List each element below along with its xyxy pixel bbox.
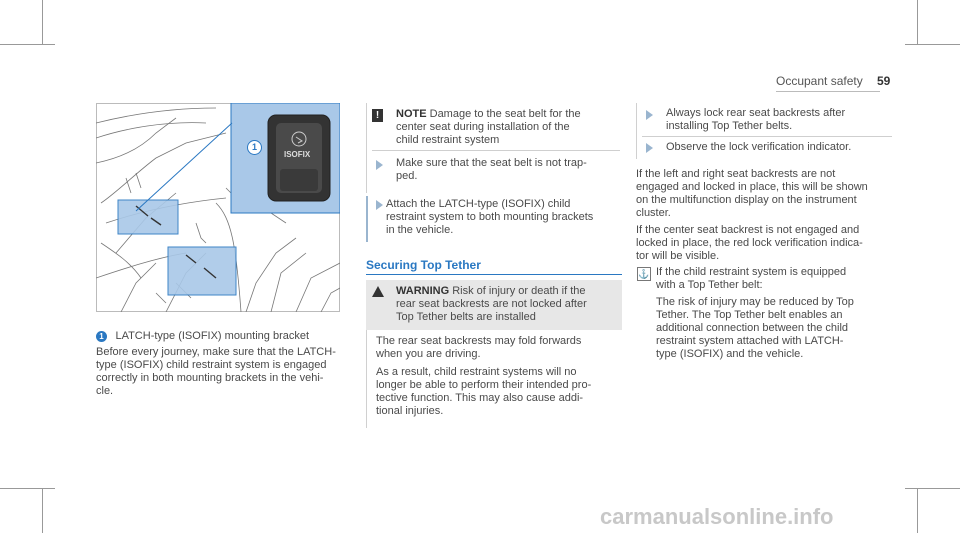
text-line: NOTE Damage to the seat belt for the [396, 108, 611, 121]
indicator-paragraph: If the center seat backrest is not engag… [636, 224, 896, 263]
crop-mark [917, 0, 918, 45]
warning-paragraph-1: The rear seat backrests may fold forward… [376, 335, 616, 361]
text-line: tor will be visible. [636, 250, 720, 262]
text-line: rear seat backrests are not locked after [396, 298, 587, 310]
figure-caption: 1 LATCH-type (ISOFIX) mounting bracket [96, 326, 309, 344]
text-line: Tether. The Top Tether belt enables an [656, 309, 843, 321]
text-line: in the vehicle. [386, 224, 454, 236]
text-line: with a Top Tether belt: [656, 279, 763, 291]
figure-callout-number: 1 [251, 142, 257, 152]
note-line: Damage to the seat belt for the [429, 108, 581, 120]
text-line: cle. [96, 385, 114, 397]
crop-mark [0, 44, 55, 45]
warning-header-box [366, 280, 622, 330]
text-line: Top Tether belts are installed [396, 311, 536, 323]
note-divider [372, 150, 620, 151]
text-line: additional connection between the child [656, 322, 849, 334]
child-seat-tip-icon: ⚓ [637, 267, 651, 281]
crop-mark [905, 44, 960, 45]
warning-line: Risk of injury or death if the [452, 285, 586, 297]
text-line: correctly in both mounting brackets in t… [96, 372, 324, 384]
caption-text: LATCH-type (ISOFIX) mounting bracket [115, 330, 310, 342]
text-line: If the left and right seat backrests are… [636, 168, 836, 180]
note-border [366, 103, 367, 193]
text-line: Make sure that the seat belt is not trap… [396, 157, 587, 169]
isofix-label: ISOFIX [284, 150, 311, 159]
note-block: NOTE Damage to the seat belt for the cen… [396, 108, 611, 147]
text-line: when you are driving. [376, 348, 481, 360]
section-title: Securing Top Tether [366, 258, 481, 272]
header-section-title: Occupant safety [776, 74, 863, 88]
note-step: Make sure that the seat belt is not trap… [396, 157, 616, 183]
figure-callout-1: 1 [247, 140, 262, 155]
warning-label: WARNING [396, 285, 450, 297]
header-rule [776, 91, 880, 92]
text-line: Observe the lock verification indicator. [666, 141, 852, 153]
text-line: Before every journey, make sure that the… [96, 346, 336, 358]
text-line: As a result, child restraint systems wil… [376, 366, 577, 378]
text-line: type (ISOFIX) child restraint system is … [96, 359, 327, 371]
lock-step: Always lock rear seat backrests after in… [666, 107, 896, 133]
step-arrow-icon [376, 200, 383, 210]
step-border [366, 196, 368, 242]
text-line: longer be able to perform their intended… [376, 379, 592, 391]
seat-illustration [95, 102, 341, 313]
text-line: tective function. This may also cause ad… [376, 392, 584, 404]
text-line: WARNING Risk of injury or death if the [396, 285, 618, 298]
steps-divider [642, 136, 892, 137]
crop-mark [905, 488, 960, 489]
observe-step: Observe the lock verification indicator. [666, 141, 896, 154]
text-line: child restraint system [396, 134, 500, 146]
text-line: If the center seat backrest is not engag… [636, 224, 860, 236]
display-paragraph: If the left and right seat backrests are… [636, 168, 896, 220]
warning-icon [372, 286, 384, 297]
crop-mark [917, 488, 918, 533]
text-line: tional injuries. [376, 405, 444, 417]
caption-callout: 1 [96, 331, 107, 342]
text-line: If the child restraint system is equippe… [656, 266, 847, 278]
tip-lines: If the child restraint system is equippe… [656, 266, 896, 292]
text-line: Attach the LATCH-type (ISOFIX) child [386, 198, 571, 210]
step-arrow-icon [646, 110, 653, 120]
text-line: type (ISOFIX) and the vehicle. [656, 348, 804, 360]
crop-mark [42, 488, 43, 533]
warning-border [366, 330, 367, 428]
warning-head: WARNING Risk of injury or death if the r… [396, 285, 618, 324]
intro-paragraph: Before every journey, make sure that the… [96, 346, 346, 398]
attach-step: Attach the LATCH-type (ISOFIX) child res… [386, 198, 616, 237]
step-arrow-icon [646, 143, 653, 153]
note-label: NOTE [396, 108, 427, 120]
step-arrow-icon [376, 160, 383, 170]
note-icon: ! [372, 109, 383, 122]
crop-mark [0, 488, 55, 489]
text-line: The risk of injury may be reduced by Top [656, 296, 854, 308]
warning-paragraph-2: As a result, child restraint systems wil… [376, 366, 616, 418]
text-line: restraint system attached with LATCH- [656, 335, 844, 347]
text-line: engaged and locked in place, this will b… [636, 181, 868, 193]
text-line: Always lock rear seat backrests after [666, 107, 846, 119]
text-line: ped. [396, 170, 418, 182]
steps-border [636, 103, 637, 159]
page-number: 59 [877, 74, 891, 88]
text-line: locked in place, the red lock verificati… [636, 237, 863, 249]
crop-mark [42, 0, 43, 45]
section-rule [366, 274, 622, 275]
tip-detail: The risk of injury may be reduced by Top… [656, 296, 896, 361]
isofix-illustration: ISOFIX 1 [95, 102, 341, 313]
text-line: center seat during installation of the [396, 121, 570, 133]
text-line: on the multifunction display on the inst… [636, 194, 857, 206]
text-line: installing Top Tether belts. [666, 120, 793, 132]
text-line: restraint system to both mounting bracke… [386, 211, 594, 223]
watermark: carmanualsonline.info [600, 504, 834, 529]
text-line: The rear seat backrests may fold forward… [376, 335, 582, 347]
text-line: cluster. [636, 207, 671, 219]
